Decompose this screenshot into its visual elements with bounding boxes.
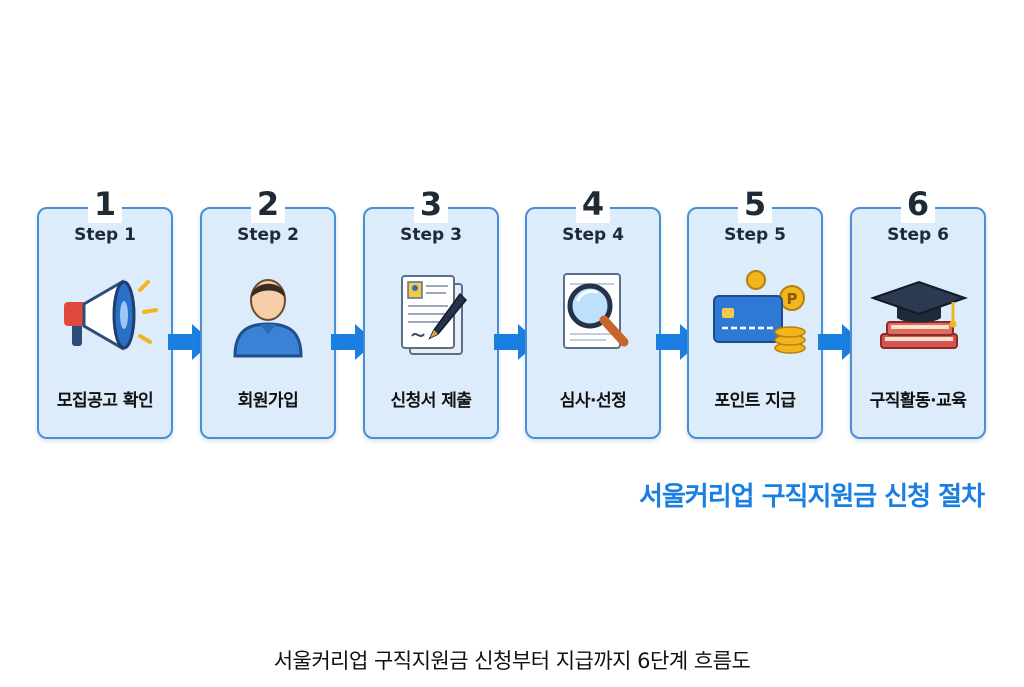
step-number-2: 2 — [200, 184, 336, 224]
step-number-4: 4 — [525, 184, 661, 224]
application-document-icon — [363, 268, 499, 364]
step-title-3: 신청서 제출 — [390, 391, 472, 411]
step-title-4: 심사·선정 — [559, 391, 627, 411]
flow-caption: 서울커리업 구직지원금 신청부터 지급까지 6단계 흐름도 — [273, 649, 751, 673]
step-label-4: Step 4 — [562, 225, 624, 245]
card-coins-icon: P — [687, 268, 823, 364]
step-label-2: Step 2 — [237, 225, 299, 245]
step-label-3: Step 3 — [400, 225, 462, 245]
user-icon — [200, 268, 336, 364]
step-title-1: 모집공고 확인 — [56, 391, 154, 411]
step-label-1: Step 1 — [74, 225, 136, 245]
step-number-6: 6 — [850, 184, 986, 224]
step-title-5: 포인트 지급 — [714, 391, 796, 411]
flow-heading: 서울커리업 구직지원금 신청 절차 — [638, 482, 985, 512]
step-number-3: 3 — [363, 184, 499, 224]
svg-text:P: P — [787, 290, 798, 308]
step-label-5: Step 5 — [724, 225, 786, 245]
step-number-5: 5 — [687, 184, 823, 224]
step-number-1: 1 — [37, 184, 173, 224]
step-title-2: 회원가입 — [237, 391, 299, 411]
step-label-6: Step 6 — [887, 225, 949, 245]
magnifier-document-icon — [525, 268, 661, 364]
megaphone-icon — [37, 268, 173, 364]
graduation-books-icon — [850, 268, 986, 364]
step-title-6: 구직활동·교육 — [869, 391, 967, 411]
